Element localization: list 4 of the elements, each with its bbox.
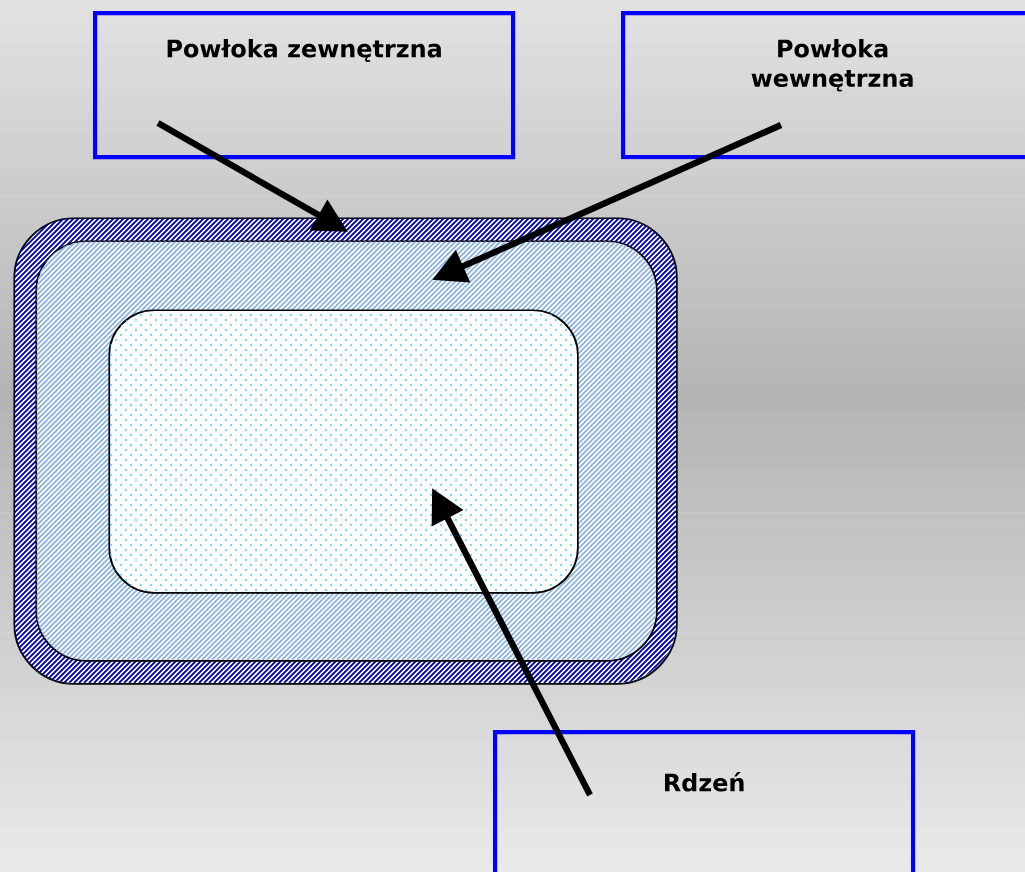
label-box: Rdzeń <box>493 730 916 872</box>
label-box: Powłoka zewnętrzna <box>93 11 516 160</box>
layer-shape <box>108 309 579 594</box>
label-box: Powłoka wewnętrzna <box>621 11 1025 160</box>
